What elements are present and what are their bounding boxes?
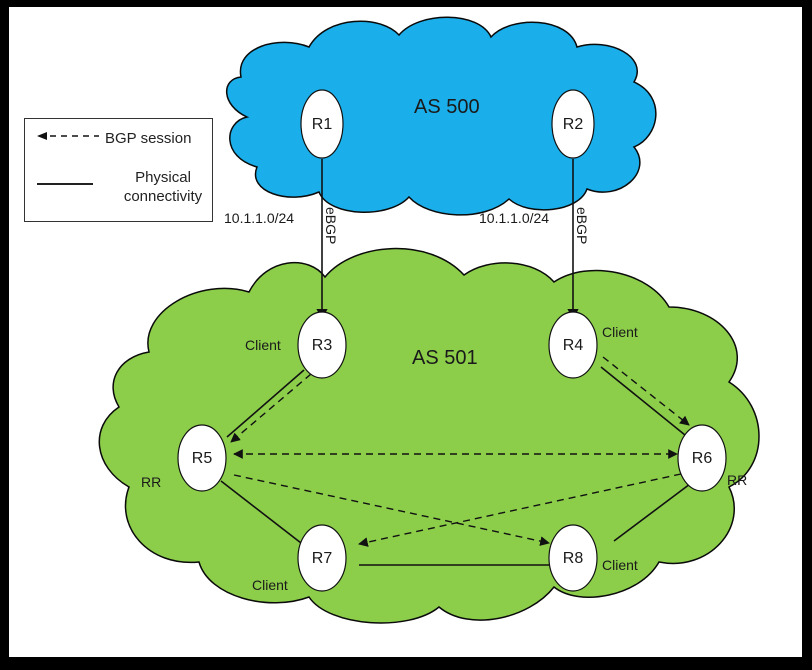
- r4-role-label: Client: [602, 324, 638, 340]
- router-r2[interactable]: [551, 89, 595, 159]
- legend-physical-line-icon: [37, 183, 93, 185]
- diagram-frame: AS 500 AS 501 R1 R2 R3 R4 R5 R6 R7: [9, 7, 802, 657]
- session-r5-r8: [233, 474, 550, 546]
- legend-physical-line1: Physical: [135, 169, 191, 186]
- r8-role-label: Client: [602, 557, 638, 573]
- link-r5-r7: [220, 480, 302, 544]
- as500-label: AS 500: [414, 96, 480, 118]
- bgp-topology-diagram: AS 500 AS 501 R1 R2 R3 R4 R5 R6 R7: [98, 16, 760, 624]
- router-r7[interactable]: [297, 524, 347, 592]
- physical-links: [220, 159, 695, 566]
- router-r5[interactable]: [177, 424, 227, 492]
- session-r6-r7: [358, 473, 682, 547]
- legend-bgp-session-icon: [37, 132, 99, 140]
- router-r3-label: R3: [312, 337, 333, 354]
- as500-cloud: [225, 16, 657, 216]
- as501-label: AS 501: [412, 347, 478, 369]
- legend-physical-label: Physical connectivity: [117, 168, 209, 206]
- legend: BGP session Physical connectivity: [24, 118, 213, 222]
- link-r3-r5: [226, 369, 305, 438]
- r2-r4-subnet-label: 10.1.1.0/24: [479, 210, 549, 226]
- r3-role-label: Client: [245, 337, 281, 353]
- router-r3[interactable]: [297, 311, 347, 379]
- legend-physical-line2: connectivity: [123, 188, 203, 205]
- r2-r4-ebgp-label: eBGP: [574, 207, 590, 244]
- link-r6-r8: [613, 480, 695, 542]
- router-r8-label: R8: [563, 550, 584, 567]
- router-r1[interactable]: [300, 89, 344, 159]
- link-r4-r6: [600, 366, 686, 436]
- router-r2-label: R2: [563, 116, 584, 133]
- router-r4-label: R4: [563, 337, 584, 354]
- r6-role-label: RR: [727, 472, 747, 488]
- bgp-sessions: [230, 356, 690, 547]
- session-r3-r5: [230, 373, 312, 443]
- router-r4[interactable]: [548, 311, 598, 379]
- r1-r3-ebgp-label: eBGP: [323, 207, 339, 244]
- r7-role-label: Client: [252, 577, 288, 593]
- router-r6[interactable]: [677, 424, 727, 492]
- router-r7-label: R7: [312, 550, 333, 567]
- router-r8[interactable]: [548, 524, 598, 592]
- router-r5-label: R5: [192, 450, 213, 467]
- r5-role-label: RR: [141, 474, 161, 490]
- session-r4-r6: [602, 356, 690, 426]
- router-r6-label: R6: [692, 450, 713, 467]
- r1-r3-subnet-label: 10.1.1.0/24: [224, 210, 294, 226]
- router-r1-label: R1: [312, 116, 333, 133]
- legend-bgp-session-label: BGP session: [105, 130, 192, 147]
